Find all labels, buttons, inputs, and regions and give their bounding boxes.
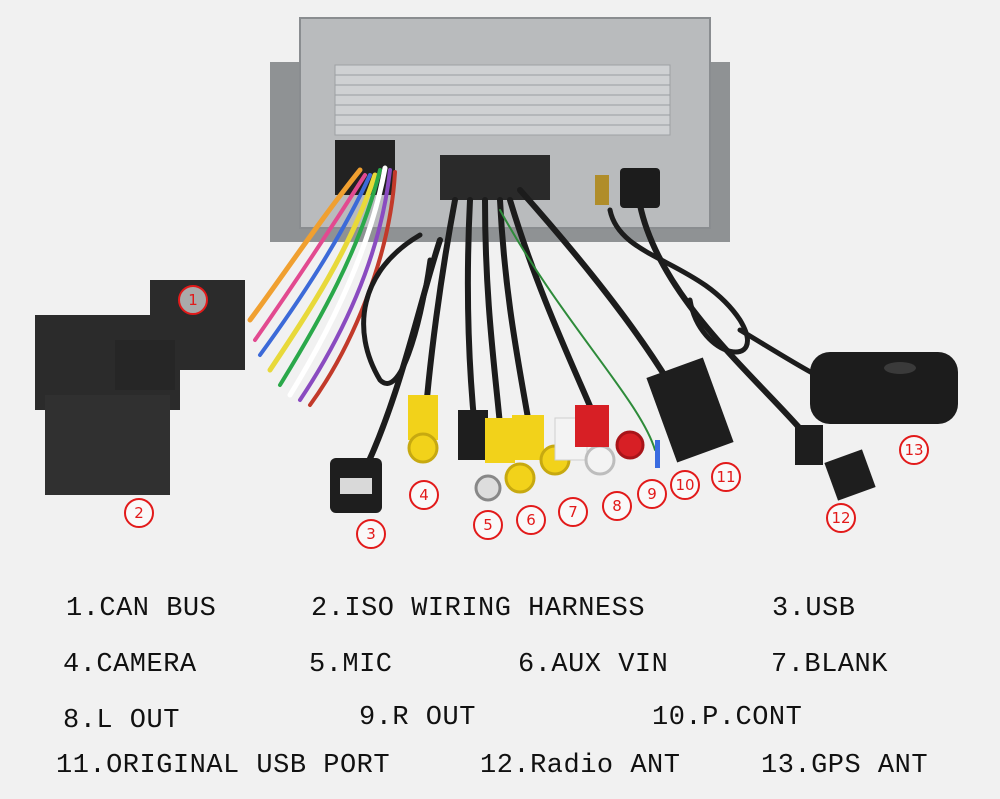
legend-mic: 5.MIC xyxy=(309,650,393,680)
callout-13: 13 xyxy=(899,435,929,465)
callout-10: 10 xyxy=(670,470,700,500)
legend-l-out: 8.L OUT xyxy=(63,706,180,736)
gps-antenna xyxy=(810,352,958,424)
head-unit-chassis xyxy=(270,17,730,242)
callout-4: 4 xyxy=(409,480,439,510)
legend-gps-ant: 13.GPS ANT xyxy=(761,751,929,781)
legend-blank: 7.BLANK xyxy=(771,650,888,680)
original-usb-connector xyxy=(646,357,734,463)
callout-11: 11 xyxy=(711,462,741,492)
legend-camera: 4.CAMERA xyxy=(63,650,197,680)
legend-can-bus: 1.CAN BUS xyxy=(66,594,217,624)
iso-connectors xyxy=(35,280,245,495)
legend-usb: 3.USB xyxy=(772,594,856,624)
callout-12: 12 xyxy=(826,503,856,533)
callout-1: 1 xyxy=(178,285,208,315)
callout-2: 2 xyxy=(124,498,154,528)
radio-antenna-connector xyxy=(795,425,876,501)
callout-9: 9 xyxy=(637,479,667,509)
legend-radio-ant: 12.Radio ANT xyxy=(480,751,681,781)
rca-plugs xyxy=(407,395,660,502)
callout-3: 3 xyxy=(356,519,386,549)
callout-5: 5 xyxy=(473,510,503,540)
harness-photo xyxy=(35,17,958,513)
callout-7: 7 xyxy=(558,497,588,527)
callout-6: 6 xyxy=(516,505,546,535)
callout-8: 8 xyxy=(602,491,632,521)
legend-iso-wiring-harness: 2.ISO WIRING HARNESS xyxy=(311,594,646,624)
legend-p-cont: 10.P.CONT xyxy=(652,703,803,733)
legend-aux-vin: 6.AUX VIN xyxy=(518,650,669,680)
legend-original-usb-port: 11.ORIGINAL USB PORT xyxy=(56,751,391,781)
legend-r-out: 9.R OUT xyxy=(359,703,476,733)
usb-plug xyxy=(330,458,382,513)
